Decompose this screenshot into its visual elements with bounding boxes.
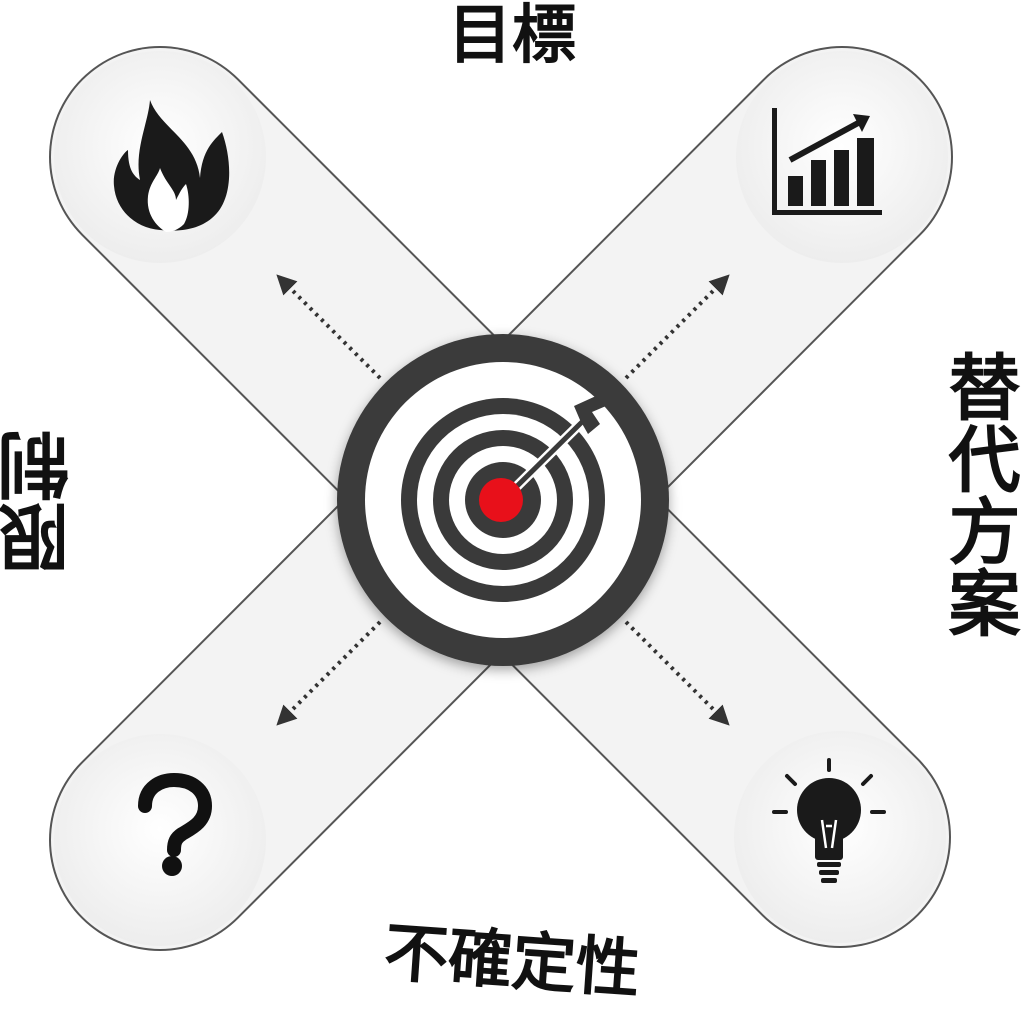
bullseye xyxy=(479,478,523,522)
target-arrow-icon xyxy=(337,334,669,666)
goal-label: 目標 xyxy=(448,0,576,73)
alternatives-label: 替代方案 xyxy=(936,350,1020,638)
fire-icon xyxy=(113,100,230,232)
constraints-label: 限制 xyxy=(0,430,82,574)
lightbulb-icon xyxy=(772,758,886,883)
question-mark-icon xyxy=(138,772,213,876)
bar-chart-arrow-icon xyxy=(772,108,882,215)
question-node xyxy=(54,734,266,946)
